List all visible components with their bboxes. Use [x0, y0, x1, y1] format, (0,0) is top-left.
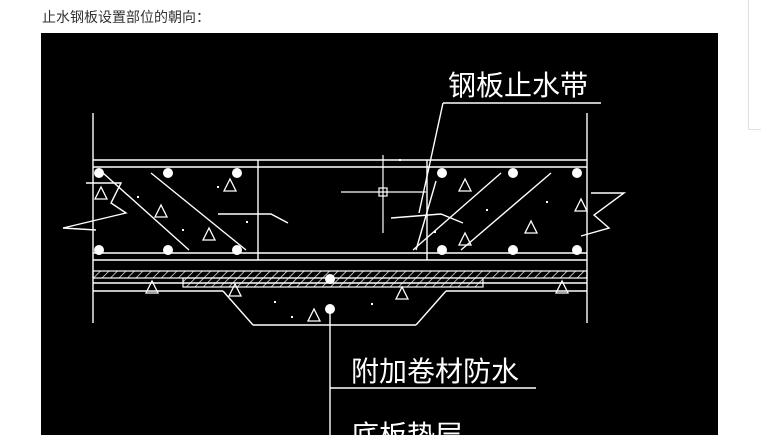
- slab-outline: [92, 113, 588, 326]
- break-marks: [62, 182, 627, 237]
- leader-steel-waterstop: [418, 102, 601, 214]
- aggregate-marks: [93, 177, 589, 322]
- cad-drawing-canvas: 钢板止水带 附加卷材防水 底板垫层: [62, 69, 627, 435]
- cad-drawing: 钢板止水带 附加卷材防水 底板垫层: [41, 33, 718, 435]
- label-base-cushion: 底板垫层: [351, 419, 463, 435]
- concrete-speckles: [137, 159, 548, 318]
- membrane-strip: [92, 270, 588, 279]
- label-steel-waterstop: 钢板止水带: [448, 69, 588, 102]
- rebar-dots: [94, 168, 582, 314]
- caption-text: 止水钢板设置部位的朝向：: [42, 10, 210, 26]
- label-additional-membrane: 附加卷材防水: [351, 355, 519, 388]
- scrollbar[interactable]: [748, 0, 761, 130]
- diagonal-lines: [102, 172, 552, 251]
- crosshair-icon: [341, 155, 426, 233]
